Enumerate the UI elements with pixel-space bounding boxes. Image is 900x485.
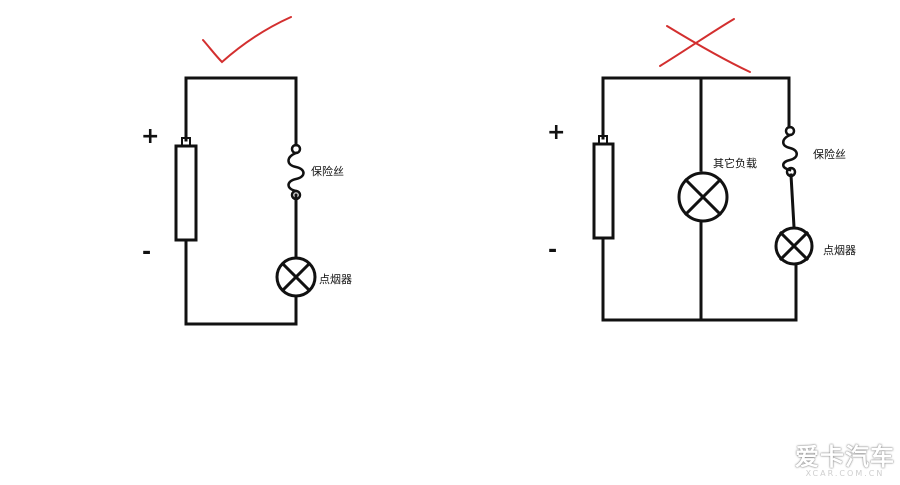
left-minus-sign: - (142, 240, 152, 265)
right-fuse-label: 保险丝 (813, 148, 846, 161)
right-top-wire (601, 76, 791, 140)
right-circuit (592, 76, 814, 322)
right-minus-sign: - (548, 238, 558, 263)
right-fuse-icon (782, 125, 798, 178)
watermark-main-text: 爱卡汽车 (795, 443, 895, 471)
left-circuit (174, 76, 317, 326)
check-mark-icon (202, 16, 292, 64)
left-bottom-wire (184, 238, 298, 326)
right-other-load-lamp-icon (677, 171, 729, 223)
left-top-wire (184, 76, 298, 147)
right-battery-terminal (598, 135, 608, 145)
right-fuse-to-lamp-wire (789, 173, 796, 229)
left-fuse-label: 保险丝 (311, 165, 344, 178)
x-mark-icon (659, 18, 751, 73)
right-plus-sign: + (547, 120, 566, 145)
left-lighter-label: 点烟器 (319, 273, 352, 286)
left-battery-terminal (181, 137, 191, 147)
watermark-sub-text: XCAR.COM.CN (805, 469, 885, 478)
right-battery (592, 142, 615, 240)
watermark-logo: 爱卡汽车 XCAR.COM.CN (795, 445, 895, 479)
left-lighter-lamp-icon (275, 256, 317, 298)
left-plus-sign: + (141, 124, 160, 149)
right-bottom-wire (601, 236, 798, 322)
right-lighter-label: 点烟器 (823, 244, 856, 257)
left-battery (174, 144, 198, 242)
left-fuse-icon (287, 143, 305, 201)
right-other-load-label: 其它负载 (713, 157, 757, 170)
right-lighter-lamp-icon (774, 226, 814, 266)
